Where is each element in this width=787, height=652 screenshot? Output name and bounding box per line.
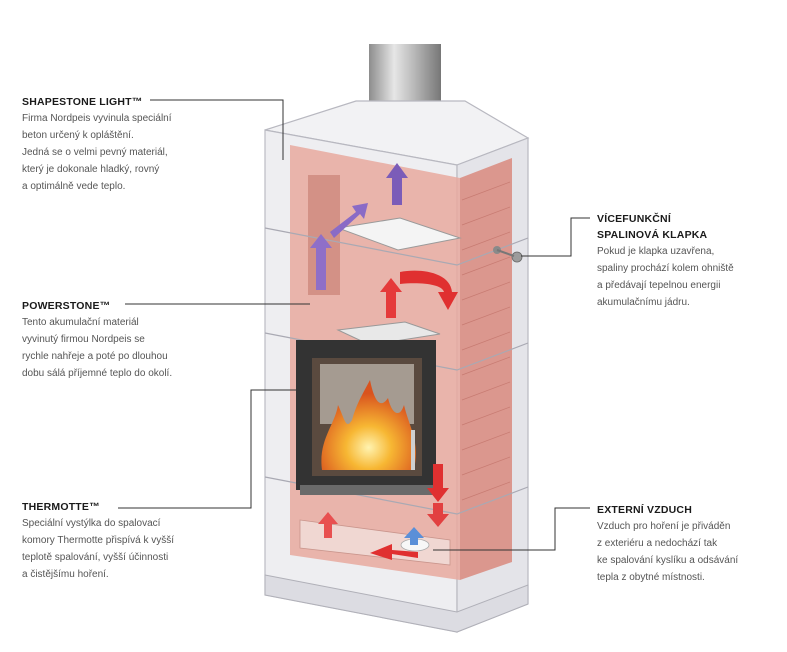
purple-arrow-side [310, 234, 332, 290]
callout-external-air: EXTERNÍ VZDUCH Vzduch pro hoření je přiv… [597, 502, 782, 586]
text-line: dobu sálá příjemné teplo do okolí. [22, 368, 173, 379]
text-line: tepla z obytné místnosti. [597, 572, 705, 583]
red-arrow-up-left [380, 278, 402, 318]
flue-damper-plate [336, 217, 462, 251]
callout-powerstone-text: Tento akumulační materiál vyvinutý firmo… [22, 314, 222, 382]
red-arrow-base [370, 544, 418, 560]
text-line: rychle nahřeje a poté po dlouhou [22, 351, 168, 362]
damper-rod [496, 249, 515, 257]
callout-shapestone-title: SHAPESTONE LIGHT™ [22, 96, 143, 108]
text-line: Pokud je klapka uzavřena, [597, 246, 715, 257]
door-handle [411, 430, 415, 470]
red-arrow-down-right-2 [427, 503, 449, 527]
callout-powerstone-title: POWERSTONE™ [22, 300, 111, 312]
red-arrow-up-base [318, 512, 338, 538]
leader-lines [118, 99, 590, 551]
damper-knob-end [511, 251, 523, 263]
stove-base [264, 574, 529, 633]
text-line: který je dokonale hladký, rovný [22, 164, 160, 175]
fire-flames [321, 380, 416, 470]
text-line: z exteriéru a nedochází tak [597, 538, 718, 549]
callout-flue-damper-text: Pokud je klapka uzavřena, spaliny prochá… [597, 243, 777, 311]
callout-external-air-text: Vzduch pro hoření je přiváděn z exteriér… [597, 518, 782, 586]
purple-arrow-up [386, 163, 408, 205]
callout-shapestone: SHAPESTONE LIGHT™ Firma Nordpeis vyvinul… [22, 94, 222, 195]
red-arrow-down-right [427, 464, 449, 502]
text-line: ke spalování kyslíku a odsávání [597, 555, 739, 566]
text-line: spaliny prochází kolem ohniště [597, 263, 734, 274]
callout-thermotte: THERMOTTE™ Speciální vystýlka do spalova… [22, 499, 232, 583]
callout-thermotte-text: Speciální vystýlka do spalovací komory T… [22, 515, 232, 583]
text-line: akumulačnímu jádru. [597, 297, 690, 308]
callout-powerstone: POWERSTONE™ Tento akumulační materiál vy… [22, 298, 222, 382]
text-line: vyvinutý firmou Nordpeis se [22, 334, 145, 345]
text-line: beton určený k opláštění. [22, 130, 134, 141]
text-line: teplotě spalování, vyšší účinnosti [22, 552, 169, 563]
text-line: a předávají tepelnou energii [597, 280, 721, 291]
text-line: Firma Nordpeis vyvinula speciální [22, 113, 172, 124]
core-right-face [460, 158, 512, 580]
text-line: a optimálně vede teplo. [22, 181, 126, 192]
callout-flue-damper: VÍCEFUNKČNÍ SPALINOVÁ KLAPKA Pokud je kl… [597, 211, 777, 311]
door-ledge [300, 485, 440, 495]
blue-air-arrow [404, 527, 424, 545]
callout-thermotte-title: THERMOTTE™ [22, 501, 100, 513]
text-line: Vzduch pro hoření je přiváděn [597, 521, 731, 532]
red-arrow-loop [400, 270, 458, 310]
callout-flue-damper-title-2: SPALINOVÁ KLAPKA [597, 229, 708, 241]
callout-flue-damper-title-1: VÍCEFUNKČNÍ [597, 213, 671, 225]
text-line: a čistějšímu hoření. [22, 569, 109, 580]
callout-shapestone-text: Firma Nordpeis vyvinula speciální beton … [22, 110, 222, 195]
text-line: Jedná se o velmi pevný materiál, [22, 147, 168, 158]
text-line: komory Thermotte přispívá k vyšší [22, 535, 175, 546]
text-line: Speciální vystýlka do spalovací [22, 518, 161, 529]
text-line: Tento akumulační materiál [22, 317, 139, 328]
callout-external-air-title: EXTERNÍ VZDUCH [597, 504, 692, 516]
core-brick-lines [461, 181, 511, 501]
purple-arrow-diagonal [330, 203, 368, 238]
